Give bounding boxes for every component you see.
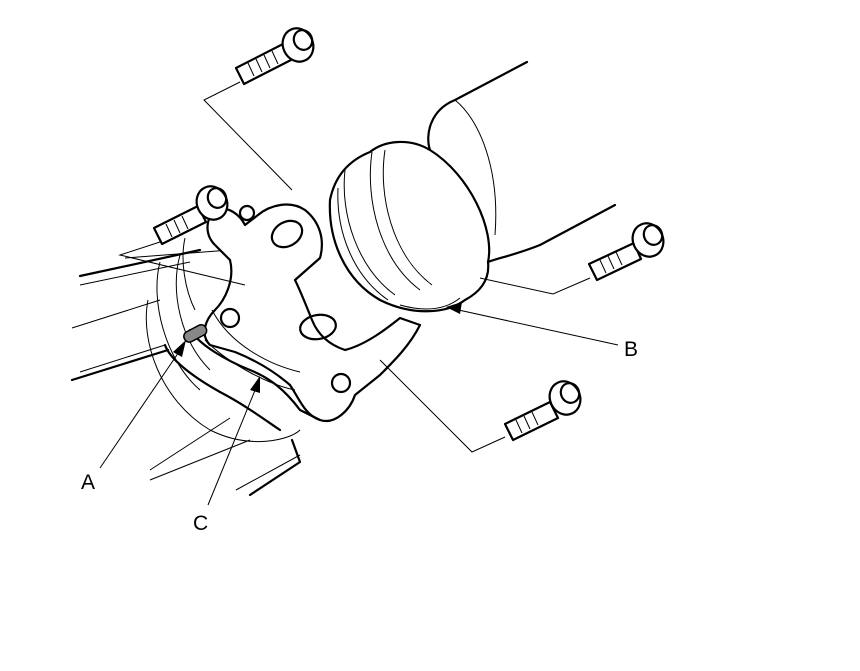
callout-c: C	[193, 512, 208, 535]
differential-housing	[70, 248, 302, 497]
leader-a	[99, 340, 186, 469]
alignment-mark	[183, 323, 208, 343]
propeller-shaft	[328, 60, 617, 313]
bolt-icon-top	[234, 27, 315, 86]
bolt-guide-lines	[118, 81, 591, 453]
leader-b	[446, 302, 619, 346]
bolt-icon-left	[152, 185, 229, 246]
callout-b: B	[624, 338, 638, 361]
callout-a: A	[81, 471, 95, 494]
leader-c	[207, 376, 260, 506]
bolt-icon-right	[587, 222, 665, 282]
bolt-icon-bottom	[503, 380, 582, 442]
